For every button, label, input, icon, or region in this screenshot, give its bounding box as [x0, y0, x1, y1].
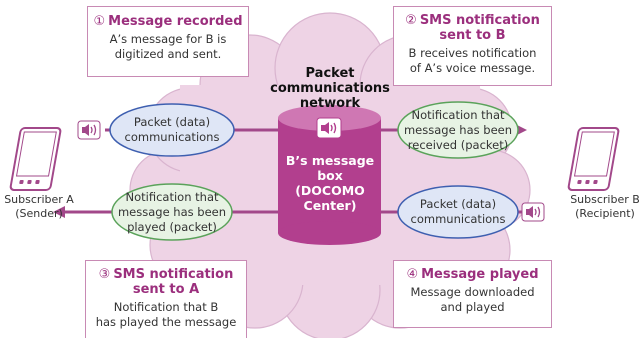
ellipse-a-send: [109, 103, 235, 157]
speaker-icon: [316, 117, 342, 139]
ellipse-b-notify: [397, 101, 519, 159]
ellipse-b-receive-label: Packet (data)communications: [410, 197, 506, 226]
network-label: Packet communications network: [270, 66, 390, 111]
smartphone-icon: [9, 127, 62, 191]
ellipse-a-notify: [111, 183, 233, 241]
speaker-icon: [77, 120, 101, 140]
ellipse-a-send-label: Packet (data)communications: [124, 115, 220, 144]
subscriber-b-label: Subscriber B(Recipient): [570, 193, 640, 220]
smartphone-icon: [567, 127, 620, 191]
subscriber-a-label: Subscriber A(Sender): [4, 193, 74, 220]
ellipse-b-receive: [397, 185, 519, 239]
speaker-icon: [521, 202, 545, 222]
message-box-label: B’s message box (DOCOMO Center): [285, 153, 375, 213]
